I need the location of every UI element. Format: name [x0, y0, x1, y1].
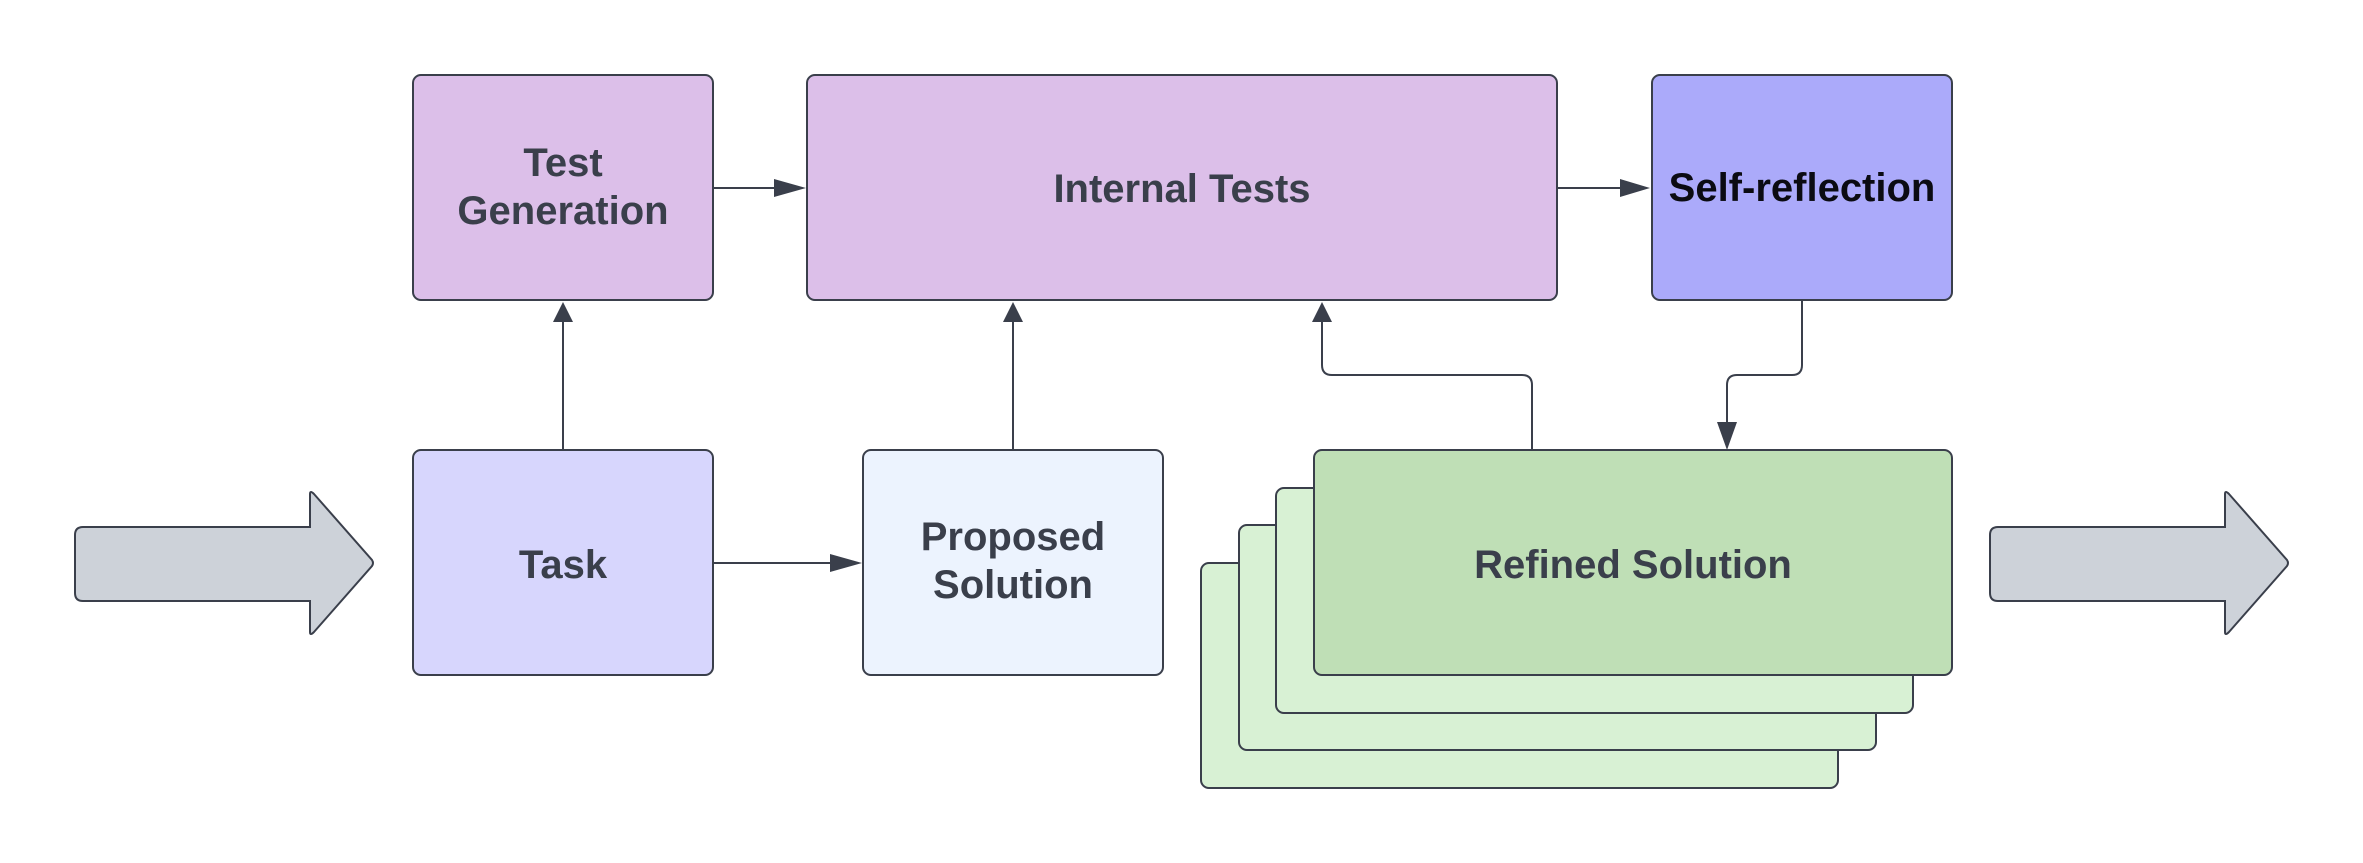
self-reflection-box — [1651, 74, 1953, 301]
arrowhead-right-icon — [1620, 179, 1650, 197]
internal-tests-node: Internal Tests — [806, 74, 1558, 301]
arrowhead-up-icon — [1312, 302, 1332, 322]
arrowhead-right-icon — [830, 554, 862, 572]
internal-tests-box — [806, 74, 1558, 301]
proposed-solution-node: Proposed Solution — [862, 449, 1164, 676]
task-node: Task — [412, 449, 714, 676]
test-generation-node: Test Generation — [412, 74, 714, 301]
connector-self-reflection-to-refined-solution — [1726, 300, 1803, 430]
arrowhead-up-icon — [553, 302, 573, 322]
output-arrow — [1989, 491, 2289, 635]
connector-refined-solution-to-internal-tests — [1321, 320, 1533, 450]
proposed-solution-label: Solution — [933, 563, 1093, 607]
proposed-solution-label: Proposed — [921, 515, 1105, 559]
test-generation-label: Generation — [457, 189, 668, 233]
input-arrow — [74, 491, 374, 635]
self-reflection-label: Self-reflection — [1669, 166, 1936, 210]
task-label: Task — [519, 543, 608, 587]
self-reflection-node: Self-reflection — [1651, 74, 1953, 301]
arrowhead-right-icon — [774, 179, 806, 197]
test-generation-label: Test — [523, 141, 602, 185]
connectors — [553, 179, 1803, 572]
proposed-solution-box — [862, 449, 1164, 676]
task-box — [412, 449, 714, 676]
arrowhead-up-icon — [1003, 302, 1023, 322]
refined-solution-stack: Refined Solution — [1200, 449, 1953, 789]
internal-tests-label: Internal Tests — [1053, 167, 1310, 211]
arrowhead-down-icon — [1717, 422, 1737, 450]
test-generation-box — [412, 74, 714, 301]
refined-solution-box — [1313, 449, 1953, 676]
refined-solution-label: Refined Solution — [1474, 543, 1792, 587]
